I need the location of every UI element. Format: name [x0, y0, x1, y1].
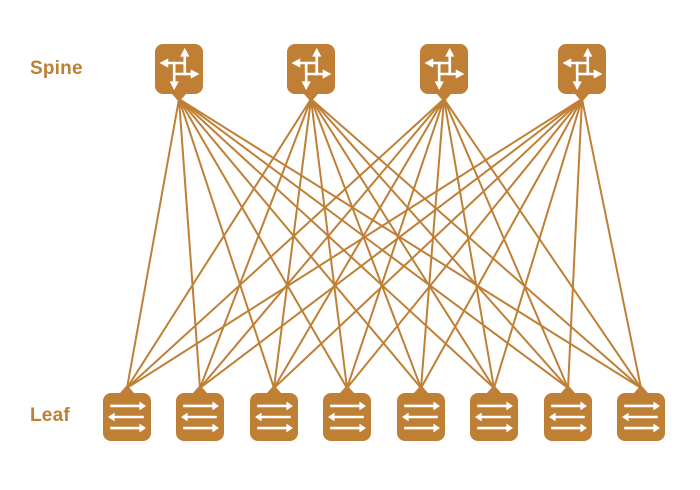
switch-icon	[622, 401, 660, 433]
node-layer	[103, 44, 665, 441]
router-icon	[159, 47, 200, 91]
link-spine-2-to-leaf-2	[199, 98, 312, 389]
link-spine-3-to-leaf-8	[443, 98, 642, 389]
link-spine-3-to-leaf-5	[420, 98, 445, 389]
link-spine-3-to-leaf-3	[273, 98, 445, 389]
link-spine-4-to-leaf-4	[346, 98, 583, 389]
spine-3[interactable]	[420, 44, 468, 102]
node-body	[558, 44, 606, 94]
router-icon	[291, 47, 332, 91]
link-spine-1-to-leaf-1	[126, 98, 180, 389]
switch-icon	[255, 401, 293, 433]
leaf-1[interactable]	[103, 385, 151, 441]
connector-nub	[437, 94, 451, 102]
link-spine-1-to-leaf-2	[178, 98, 201, 389]
link-spine-1-to-leaf-5	[178, 98, 422, 389]
leaf-2[interactable]	[176, 385, 224, 441]
switch-icon	[475, 401, 513, 433]
link-spine-4-to-leaf-5	[420, 98, 583, 389]
router-icon	[562, 47, 603, 91]
spine-tier-label: Spine	[30, 58, 83, 79]
link-spine-1-to-leaf-3	[178, 98, 275, 389]
link-spine-2-to-leaf-8	[310, 98, 642, 389]
connector-nub	[340, 385, 354, 393]
leaf-6[interactable]	[470, 385, 518, 441]
connector-nub	[414, 385, 428, 393]
node-body	[155, 44, 203, 94]
link-spine-3-to-leaf-1	[126, 98, 445, 389]
connector-nub	[575, 94, 589, 102]
spine-4[interactable]	[558, 44, 606, 102]
link-spine-1-to-leaf-4	[178, 98, 348, 389]
spine-2[interactable]	[287, 44, 335, 102]
connector-nub	[634, 385, 648, 393]
link-spine-4-to-leaf-7	[567, 98, 583, 389]
leaf-3[interactable]	[250, 385, 298, 441]
node-body	[287, 44, 335, 94]
connector-nub	[172, 94, 186, 102]
leaf-8[interactable]	[617, 385, 665, 441]
connector-nub	[120, 385, 134, 393]
router-icon	[424, 47, 465, 91]
link-spine-1-to-leaf-8	[178, 98, 642, 389]
link-spine-4-to-leaf-1	[126, 98, 583, 389]
leaf-4[interactable]	[323, 385, 371, 441]
connector-nub	[267, 385, 281, 393]
switch-icon	[402, 401, 440, 433]
leaf-5[interactable]	[397, 385, 445, 441]
link-spine-2-to-leaf-4	[310, 98, 348, 389]
link-spine-2-to-leaf-6	[310, 98, 495, 389]
switch-icon	[328, 401, 366, 433]
connector-nub	[561, 385, 575, 393]
link-spine-2-to-leaf-5	[310, 98, 422, 389]
switch-icon	[181, 401, 219, 433]
link-spine-4-to-leaf-6	[493, 98, 583, 389]
connector-nub	[193, 385, 207, 393]
link-layer	[126, 98, 642, 389]
link-spine-3-to-leaf-4	[346, 98, 445, 389]
link-spine-2-to-leaf-1	[126, 98, 312, 389]
switch-icon	[549, 401, 587, 433]
switch-icon	[108, 401, 146, 433]
link-spine-1-to-leaf-7	[178, 98, 569, 389]
link-spine-3-to-leaf-2	[199, 98, 445, 389]
link-spine-3-to-leaf-7	[443, 98, 569, 389]
leaf-7[interactable]	[544, 385, 592, 441]
node-body	[420, 44, 468, 94]
connector-nub	[487, 385, 501, 393]
link-spine-1-to-leaf-6	[178, 98, 495, 389]
link-spine-2-to-leaf-3	[273, 98, 312, 389]
link-spine-4-to-leaf-2	[199, 98, 583, 389]
spine-1[interactable]	[155, 44, 203, 102]
leaf-tier-label: Leaf	[30, 405, 70, 426]
link-spine-4-to-leaf-8	[581, 98, 642, 389]
connector-nub	[304, 94, 318, 102]
link-spine-4-to-leaf-3	[273, 98, 583, 389]
link-spine-2-to-leaf-7	[310, 98, 569, 389]
link-spine-3-to-leaf-6	[443, 98, 495, 389]
